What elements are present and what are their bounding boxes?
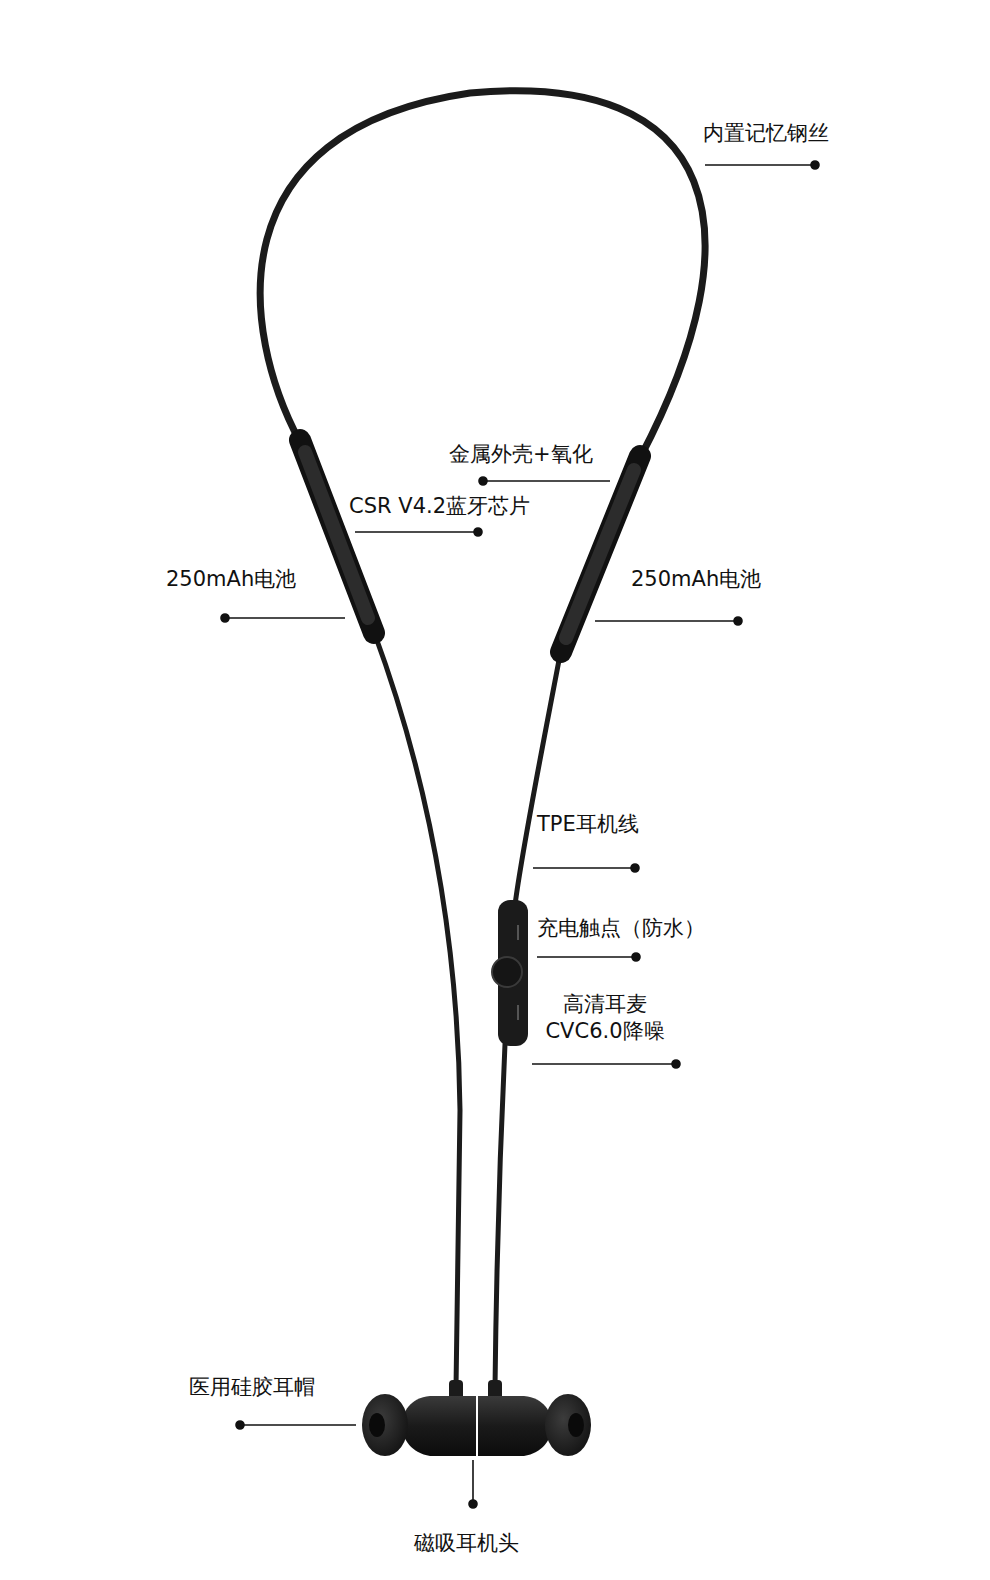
remote-control [492,900,528,1046]
callout-label: 医用硅胶耳帽 [189,1374,315,1401]
battery-pod [300,440,640,652]
callout-label: 250mAh电池 [166,566,296,593]
callout-label: 金属外壳+氧化 [449,441,593,468]
earbuds [362,1380,591,1456]
cable [260,91,705,1388]
callout-label: TPE耳机线 [537,811,639,838]
callout-label: 内置记忆钢丝 [703,120,829,147]
callout-label: 充电触点（防水） [537,915,705,942]
callout-label: 磁吸耳机头 [414,1530,519,1557]
callout-label: 高清耳麦 CVC6.0降噪 [530,991,680,1046]
callout-label: CSR V4.2蓝牙芯片 [349,493,530,520]
callout-label: 250mAh电池 [631,566,761,593]
leader-lines [221,161,819,1508]
